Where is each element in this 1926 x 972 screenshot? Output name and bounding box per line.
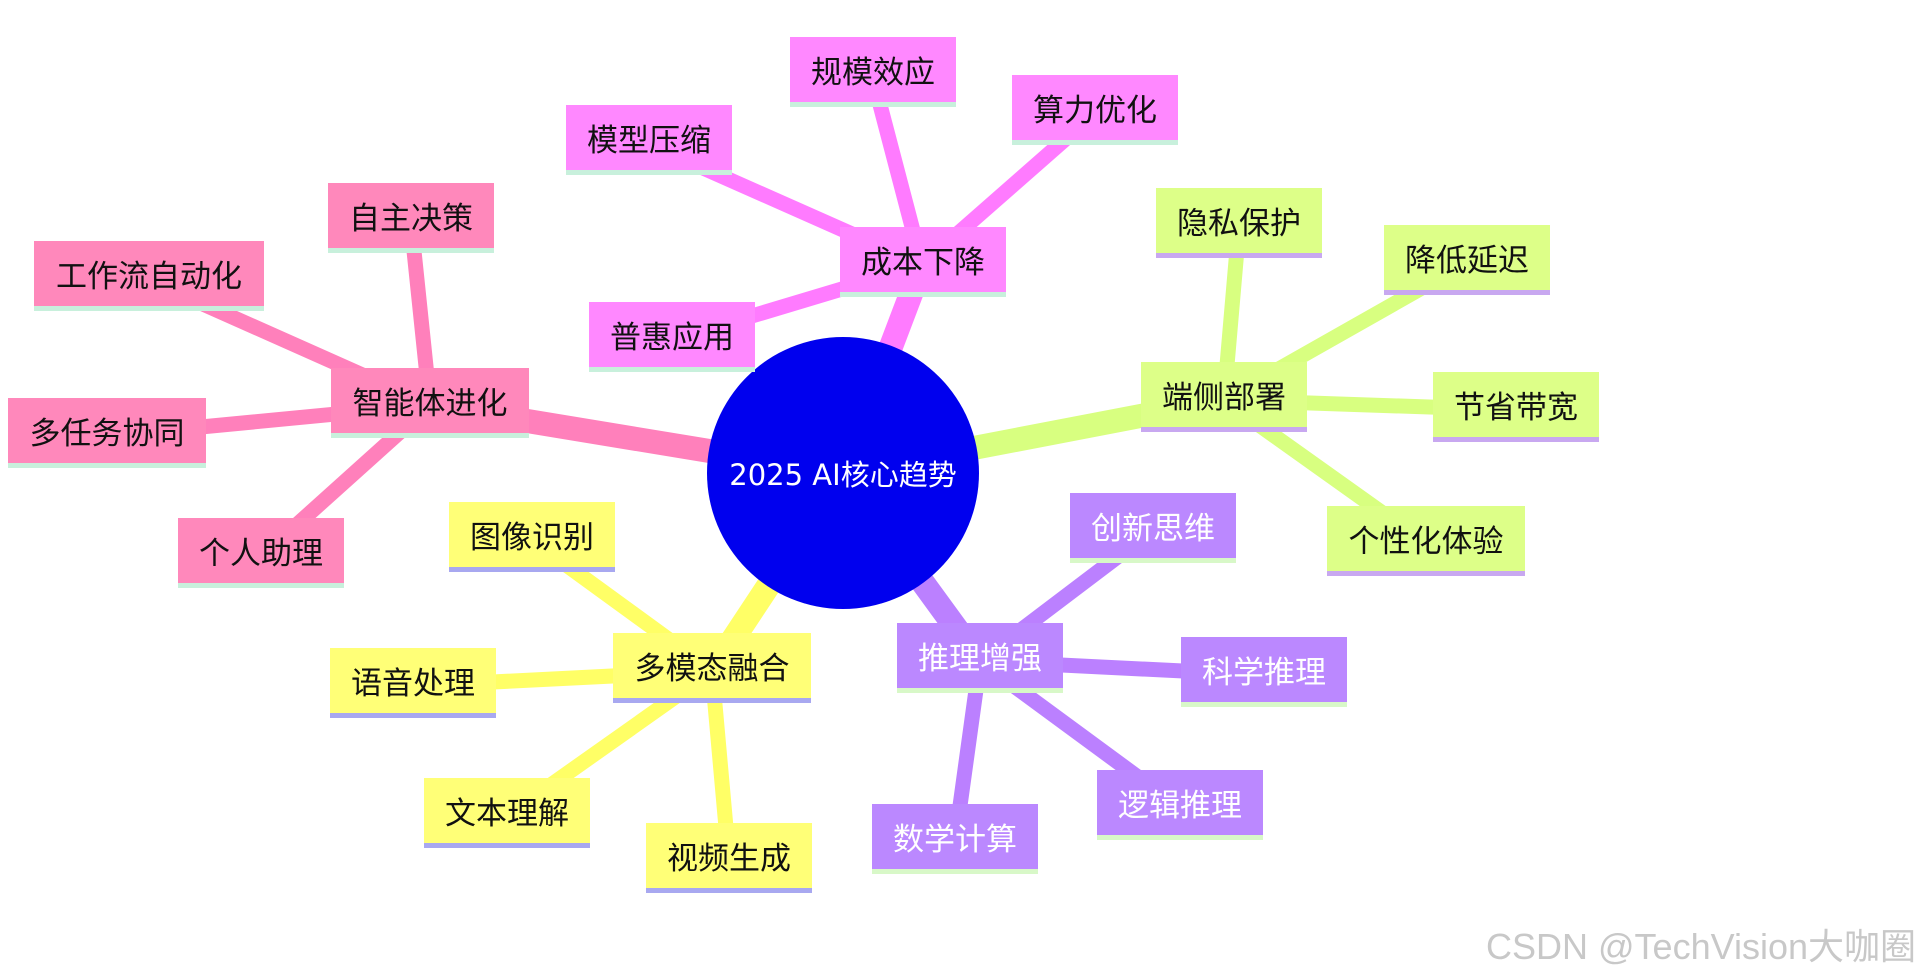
root-node: 2025 AI核心趋势	[707, 337, 979, 609]
branch-reasoning-node: 推理增强	[897, 623, 1063, 693]
leaf-edge-latency: 降低延迟	[1384, 225, 1550, 295]
leaf-rs-logic: 逻辑推理	[1097, 770, 1263, 840]
root-node-label: 2025 AI核心趋势	[729, 458, 957, 492]
leaf-mm-text: 文本理解	[424, 778, 590, 848]
leaf-cost-compute: 算力优化	[1012, 75, 1178, 145]
branch-cost-label: 成本下降	[861, 245, 985, 281]
branch-edge-node: 端侧部署	[1141, 362, 1307, 432]
leaf-cost-scale: 规模效应	[790, 37, 956, 107]
branch-multimodal-label: 多模态融合	[634, 651, 790, 687]
branch-agent-label: 智能体进化	[352, 386, 508, 422]
leaf-rs-science: 科学推理	[1181, 637, 1347, 707]
leaf-agent-decision: 自主决策	[328, 183, 494, 253]
leaf-cost-compress: 模型压缩	[566, 105, 732, 175]
leaf-mm-speech: 语音处理	[330, 648, 496, 718]
branch-reasoning-label: 推理增强	[918, 641, 1042, 677]
leaf-agent-assistant: 个人助理	[178, 518, 344, 588]
leaf-edge-bandwidth: 节省带宽	[1433, 372, 1599, 442]
leaf-rs-creative: 创新思维	[1070, 493, 1236, 563]
leaf-rs-math: 数学计算	[872, 804, 1038, 874]
leaf-mm-image: 图像识别	[449, 502, 615, 572]
branch-agent-node: 智能体进化	[331, 368, 529, 438]
leaf-cost-inclusive: 普惠应用	[589, 302, 755, 372]
watermark: CSDN @TechVision大咖圈	[1486, 926, 1916, 967]
branch-edge-label: 端侧部署	[1162, 380, 1286, 416]
leaf-edge-privacy: 隐私保护	[1156, 188, 1322, 258]
leaf-agent-multitask: 多任务协同	[8, 398, 206, 468]
branch-cost-node: 成本下降	[840, 227, 1006, 297]
leaf-edge-personal: 个性化体验	[1327, 506, 1525, 576]
branch-multimodal-node: 多模态融合	[613, 633, 811, 703]
leaf-agent-workflow: 工作流自动化	[34, 241, 264, 311]
leaf-mm-video: 视频生成	[646, 823, 812, 893]
